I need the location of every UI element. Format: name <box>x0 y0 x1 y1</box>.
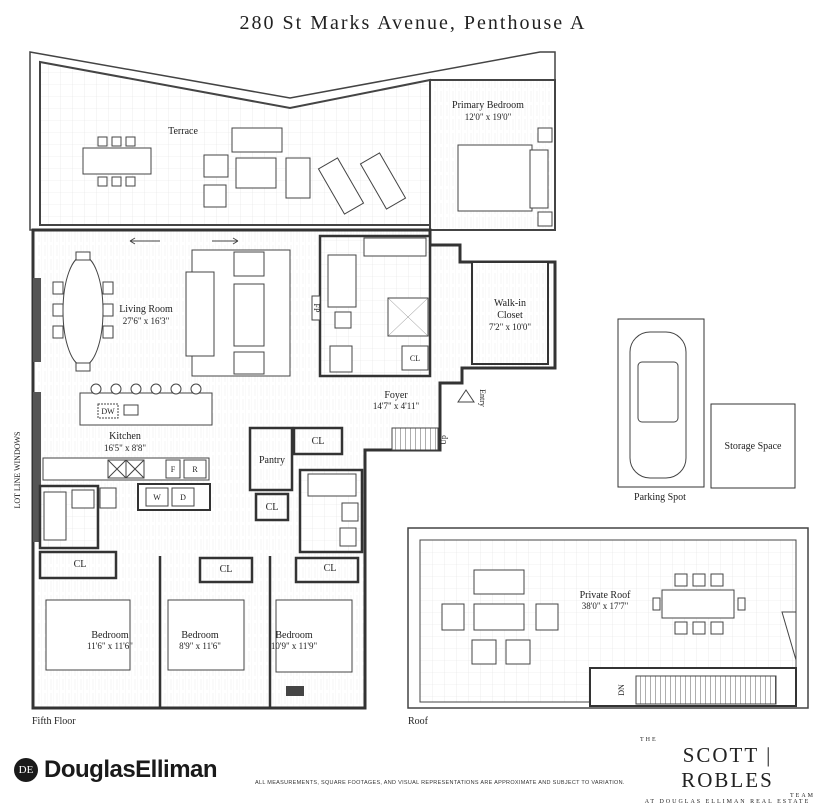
bedroom3-closet-label: CL <box>324 563 337 574</box>
storage-label: Storage Space <box>725 441 782 452</box>
parking-spot: Parking Spot <box>617 318 705 503</box>
fp-label: FP <box>312 304 321 313</box>
private-roof: Private Roof 38'0" x 17'7" DN <box>407 527 809 709</box>
hall-bath <box>298 468 364 554</box>
kitchen-label: Kitchen <box>109 431 141 442</box>
terrace: Terrace <box>29 51 556 231</box>
pantry-closet-label: CL <box>266 502 279 513</box>
walkin-closet-dims: 7'2" x 10'0" <box>489 322 531 332</box>
brand-team: TEAM <box>790 793 815 799</box>
brand-the: THE <box>640 737 658 743</box>
washer-label: W <box>153 493 161 502</box>
primary-bedroom-label: Primary Bedroom <box>452 100 524 111</box>
entry-label: Entry <box>478 389 487 407</box>
dryer-label: D <box>180 493 186 502</box>
parking-label: Parking Spot <box>634 492 686 503</box>
walkin-closet-label-1: Walk-in <box>494 298 526 309</box>
living-room-label: Living Room <box>119 304 173 315</box>
roof-label: Roof <box>408 716 428 727</box>
bedroom-2: CL Bedroom 8'9" x 11'6" <box>167 556 254 671</box>
disclaimer: ALL MEASUREMENTS, SQUARE FOOTAGES, AND V… <box>255 780 625 786</box>
lot-line-label: LOT LINE WINDOWS <box>13 431 22 508</box>
primary-bedroom-dims: 12'0" x 19'0" <box>465 112 512 122</box>
bedroom2-label: Bedroom <box>181 630 218 641</box>
private-roof-dims: 38'0" x 17'7" <box>582 601 629 611</box>
pantry-label: Pantry <box>259 455 285 466</box>
primary-bedroom: Primary Bedroom 12'0" x 19'0" <box>429 79 556 231</box>
douglas-elliman-brand: DE DouglasElliman <box>14 756 218 784</box>
bedroom3-dims: 10'9" x 11'9" <box>271 641 318 651</box>
hall-closet-label: CL <box>312 436 325 447</box>
terrace-label: Terrace <box>168 126 198 137</box>
bedroom1-dims: 11'6" x 11'6" <box>87 641 133 651</box>
douglas-elliman-logo-icon: DE <box>14 758 38 782</box>
kitchen-dims: 16'5" x 8'8" <box>104 443 146 453</box>
walkin-closet: Walk-in Closet 7'2" x 10'0" <box>471 261 549 365</box>
bedroom3-label: Bedroom <box>275 630 312 641</box>
bedroom-3: CL Bedroom 10'9" x 11'9" <box>271 556 360 696</box>
bedroom2-closet-label: CL <box>220 564 233 575</box>
range-label: R <box>192 465 198 474</box>
up-label: Up <box>439 435 448 445</box>
fridge-label: F <box>171 465 176 474</box>
bedroom1-label: Bedroom <box>91 630 128 641</box>
douglas-elliman-name: DouglasElliman <box>44 756 218 783</box>
scott-robles-brand: THE SCOTT | ROBLES TEAM AT DOUGLAS ELLIM… <box>640 737 815 805</box>
dn-label: DN <box>617 684 626 696</box>
private-roof-label: Private Roof <box>580 590 631 601</box>
bedroom2-dims: 8'9" x 11'6" <box>179 641 221 651</box>
fifth-floor-label: Fifth Floor <box>32 716 76 727</box>
bedroom-1: CL Bedroom 11'6" x 11'6" <box>38 550 133 671</box>
brand-name: SCOTT | ROBLES <box>681 743 774 792</box>
foyer-label: Foyer <box>384 390 408 401</box>
master-bath: FP CL <box>311 234 432 378</box>
walkin-closet-label-2: Closet <box>497 310 523 321</box>
living-room-dims: 27'6" x 16'3" <box>123 316 170 326</box>
foyer-dims: 14'7" x 4'11" <box>373 401 420 411</box>
foyer: Foyer 14'7" x 4'11" Up Entry <box>373 389 487 451</box>
pantry-area: Pantry CL CL <box>248 426 344 522</box>
storage-space: Storage Space <box>710 403 796 489</box>
kitchen: DW Kitchen 16'5" x 8'8" F R <box>42 383 213 481</box>
dw-label: DW <box>101 407 115 416</box>
bath-laundry: W D <box>38 483 211 550</box>
plan-title: 280 St Marks Avenue, Penthouse A <box>239 12 587 34</box>
bedroom1-closet-label: CL <box>74 559 87 570</box>
bath-closet-label: CL <box>410 354 420 363</box>
living-room: Living Room 27'6" x 16'3" <box>52 237 291 377</box>
